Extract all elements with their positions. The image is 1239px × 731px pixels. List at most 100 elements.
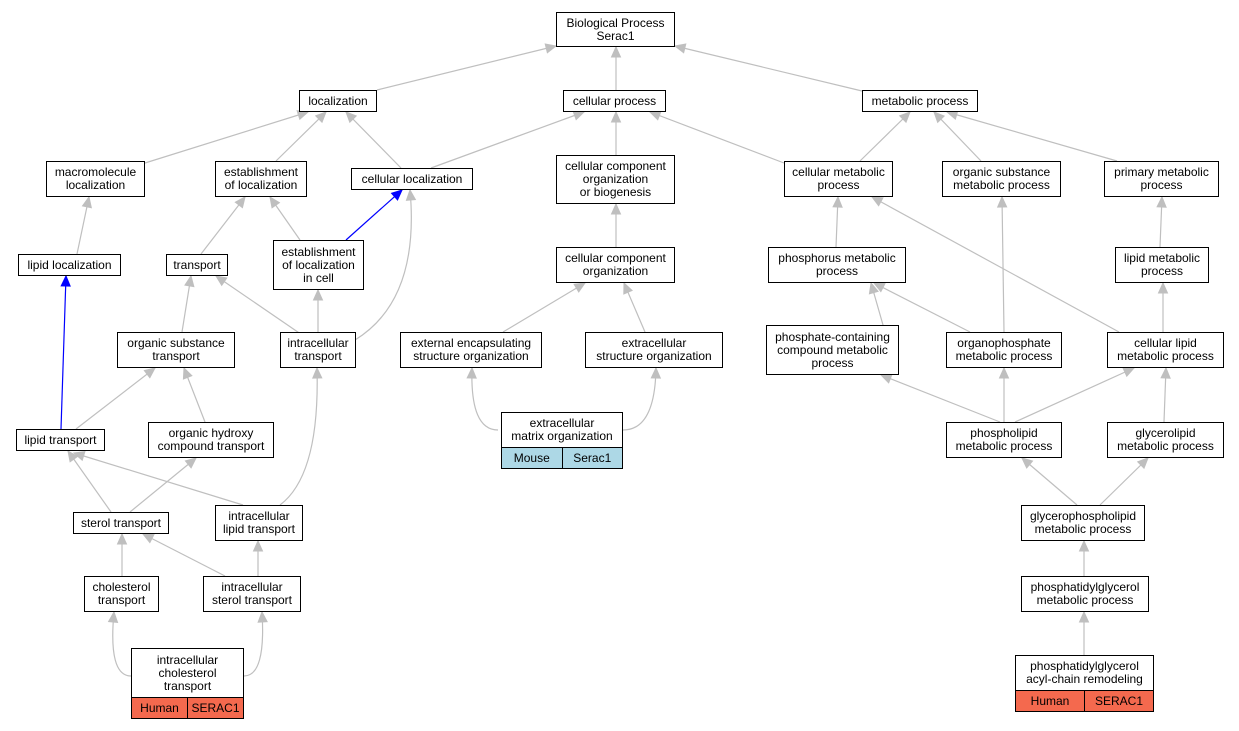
node-label: macromolecule localization [54, 165, 137, 192]
node-label: metabolic process [871, 93, 969, 108]
edge-arrowhead [623, 281, 633, 295]
edge-arrowhead [998, 366, 1010, 379]
node-label: extracellular structure organization [596, 336, 712, 363]
node-establishment-of-localization[interactable]: establishment of localization [215, 161, 307, 197]
node-label: cellular component organization or bioge… [565, 159, 666, 199]
node-cellular-lipid-metabolic-process[interactable]: cellular lipid metabolic process [1107, 332, 1224, 368]
edge-arrowhead [879, 373, 893, 384]
edge [275, 111, 327, 162]
node-organic-substance-transport[interactable]: organic substance transport [117, 332, 235, 368]
node-label: cellular process [572, 93, 657, 108]
node-macromolecule-localization[interactable]: macromolecule localization [46, 161, 145, 197]
edge [622, 367, 657, 431]
edge [215, 275, 309, 340]
node-cellular-component-organization[interactable]: cellular component organization [556, 247, 675, 283]
node-phospholipid-metabolic-process[interactable]: phospholipid metabolic process [946, 422, 1062, 458]
node-cellular-process[interactable]: cellular process [563, 90, 666, 112]
node-biological-process[interactable]: Biological Process Serac1 [556, 12, 675, 47]
node-extracellular-structure-organization[interactable]: extracellular structure organization [585, 332, 723, 368]
node-localization[interactable]: localization [299, 90, 377, 112]
edge-arrowhead [572, 110, 586, 121]
edge-arrowhead [269, 196, 281, 209]
node-label: glycerolipid metabolic process [1117, 426, 1214, 453]
node-label: transport [173, 257, 221, 272]
edge [946, 111, 1118, 162]
node-lipid-localization[interactable]: lipid localization [18, 254, 121, 276]
node-intracellular-lipid-transport[interactable]: intracellular lipid transport [215, 505, 303, 541]
edge [60, 275, 67, 430]
node-cellular-metabolic-process[interactable]: cellular metabolic process [784, 161, 893, 197]
edge [933, 111, 982, 162]
node-label: lipid transport [24, 432, 97, 447]
node-phosphatidylglycerol-metabolic-process[interactable]: phosphatidylglycerol metabolic process [1021, 576, 1149, 612]
node-label: Biological Process Serac1 [566, 15, 665, 43]
edge-arrowhead [214, 275, 228, 287]
edge-arrowhead [252, 539, 264, 552]
node-label: phosphorus metabolic process [778, 251, 896, 278]
edge-arrowhead [312, 288, 324, 301]
node-intracellular-transport[interactable]: intracellular transport [280, 332, 356, 368]
node-cellular-component-organization-or-biogenesis[interactable]: cellular component organization or bioge… [556, 155, 675, 204]
edge [112, 611, 132, 677]
edge-arrowhead [898, 111, 911, 124]
edge-arrowhead [1078, 539, 1090, 552]
node-label: phosphatidylglycerol metabolic process [1030, 580, 1140, 607]
node-lipid-metabolic-process[interactable]: lipid metabolic process [1115, 247, 1209, 283]
node-phosphorus-metabolic-process[interactable]: phosphorus metabolic process [768, 247, 906, 283]
node-lipid-transport[interactable]: lipid transport [16, 429, 105, 451]
node-label: phosphatidylglycerol acyl-chain remodeli… [1026, 659, 1143, 686]
edge-arrowhead [868, 281, 879, 295]
node-transport[interactable]: transport [166, 254, 228, 276]
node-phosphatidylglycerol-acyl-chain-remodeling[interactable]: phosphatidylglycerol acyl-chain remodeli… [1015, 655, 1154, 691]
edge [75, 367, 156, 430]
node-label: establishment of localization [223, 165, 299, 192]
node-label: lipid metabolic process [1123, 251, 1201, 278]
node-sterol-transport[interactable]: sterol transport [73, 512, 169, 534]
edge-arrowhead [933, 111, 946, 124]
node-label: intracellular sterol transport [211, 580, 293, 607]
node-cholesterol-transport[interactable]: cholesterol transport [84, 576, 159, 612]
annotation-gene: SERAC1 [1094, 694, 1144, 708]
edge-arrowhead [345, 111, 358, 124]
node-organic-hydroxy-compound-transport[interactable]: organic hydroxy compound transport [148, 422, 274, 458]
edge [144, 111, 309, 164]
edge-arrowhead [1021, 457, 1034, 469]
node-establishment-of-localization-in-cell[interactable]: establishment of localization in cell [273, 240, 364, 290]
node-organic-substance-metabolic-process[interactable]: organic substance metabolic process [942, 161, 1061, 197]
node-glycerolipid-metabolic-process[interactable]: glycerolipid metabolic process [1107, 422, 1224, 458]
node-extracellular-matrix-organization[interactable]: extracellular matrix organization [501, 412, 623, 448]
edge-arrowhead [648, 110, 662, 121]
annotation-gene: Serac1 [573, 451, 612, 465]
edge-arrowhead [1122, 367, 1136, 378]
node-label: intracellular cholesterol transport [156, 652, 219, 693]
edge [871, 196, 1120, 333]
node-label: intracellular lipid transport [222, 509, 296, 536]
node-label: organic hydroxy compound transport [157, 426, 265, 453]
node-primary-metabolic-process[interactable]: primary metabolic process [1104, 161, 1219, 197]
edge-arrowhead [673, 43, 687, 54]
node-metabolic-process[interactable]: metabolic process [862, 90, 978, 112]
edge-arrowhead [610, 202, 622, 215]
node-intracellular-cholesterol-transport[interactable]: intracellular cholesterol transport [131, 648, 244, 698]
node-organophosphate-metabolic-process[interactable]: organophosphate metabolic process [946, 332, 1062, 368]
node-phosphate-containing-compound-metabolic-process[interactable]: phosphate-containing compound metabolic … [766, 325, 899, 375]
edge-arrowhead [466, 366, 477, 379]
edge-arrowhead [1157, 281, 1169, 294]
edge-arrowhead [1078, 610, 1090, 623]
node-external-encapsulating-structure-organization[interactable]: external encapsulating structure organiz… [400, 332, 542, 368]
node-cellular-localization[interactable]: cellular localization [351, 168, 473, 190]
node-glycerophospholipid-metabolic-process[interactable]: glycerophospholipid metabolic process [1021, 505, 1145, 541]
edge-arrowhead [143, 367, 156, 379]
edge [880, 374, 1001, 423]
edge [243, 611, 264, 677]
annotation-species: Human [1016, 691, 1085, 711]
node-intracellular-sterol-transport[interactable]: intracellular sterol transport [203, 576, 301, 612]
edge [200, 196, 246, 255]
edge-arrowhead [107, 610, 119, 623]
node-label: localization [308, 93, 368, 108]
annotation-species: Human [132, 698, 188, 718]
node-label: organic substance transport [127, 336, 225, 363]
edge-arrowhead [870, 196, 884, 207]
